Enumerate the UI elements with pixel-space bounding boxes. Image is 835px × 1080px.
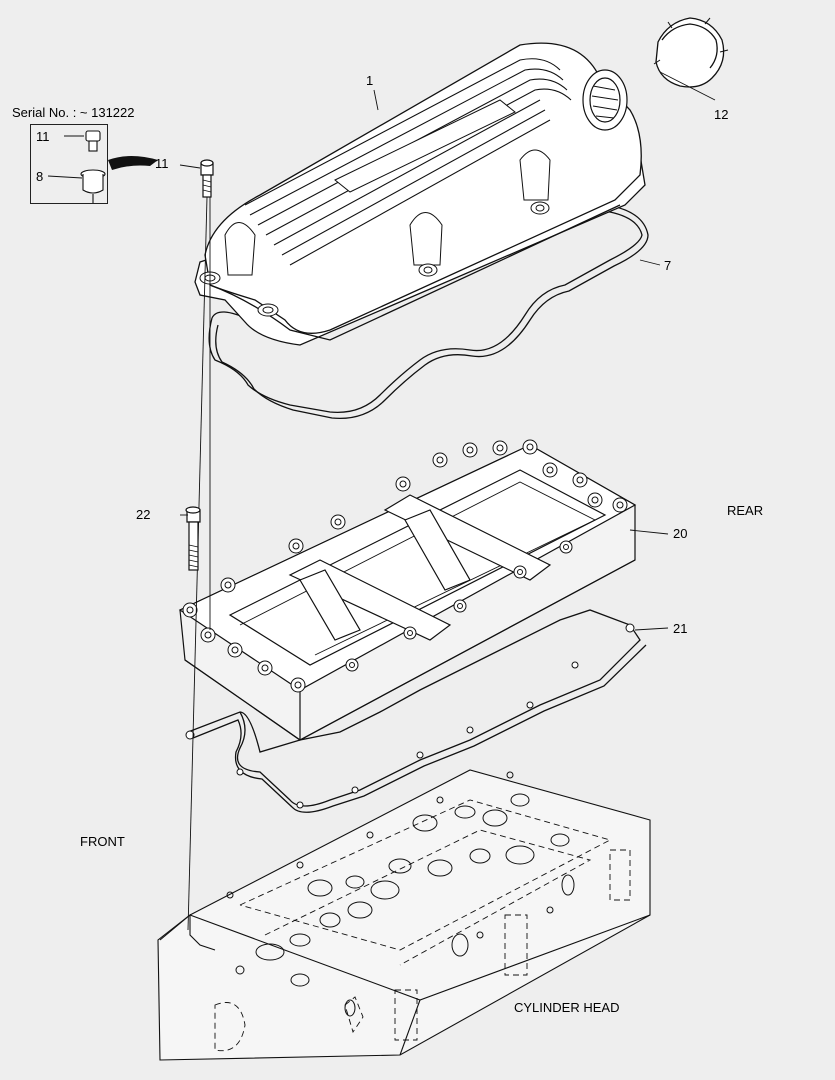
inset-part-11-label: 11 (36, 129, 50, 144)
serial-inset-box (30, 124, 108, 204)
inset-bolt-11 (85, 130, 101, 152)
part-11-label: 11 (155, 156, 169, 171)
part-12-label: 12 (714, 107, 729, 122)
serial-number-label: Serial No. : ~ 131222 (12, 105, 135, 120)
oil-filler-cap (653, 17, 729, 88)
part-21-label: 21 (673, 621, 688, 636)
cylinder-head (157, 769, 651, 1061)
valve-cover (194, 42, 646, 346)
inset-part-8-label: 8 (36, 169, 44, 184)
bolt-22 (185, 506, 201, 571)
leader-lines (47, 71, 716, 631)
inset-pointer-arrow (108, 156, 158, 170)
rocker-base (178, 439, 637, 741)
part-1-label: 1 (366, 73, 374, 88)
part-7-label: 7 (664, 258, 672, 273)
part-20-label: 20 (673, 526, 688, 541)
front-label: FRONT (80, 834, 125, 849)
part-22-label: 22 (136, 507, 151, 522)
cylinder-head-label: CYLINDER HEAD (514, 1000, 620, 1015)
bolt-11 (200, 159, 214, 198)
rear-label: REAR (727, 503, 764, 518)
inset-grommet-8 (80, 169, 106, 204)
rocker-gasket (185, 609, 647, 813)
